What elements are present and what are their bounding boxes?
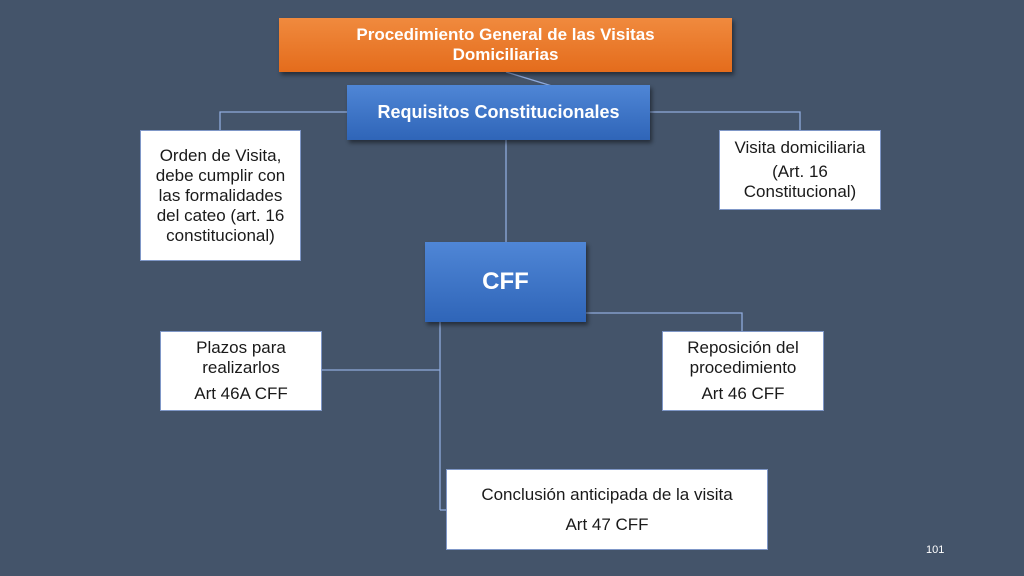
page-number: 101 bbox=[926, 544, 945, 556]
conclusion-line1: Conclusión anticipada de la visita bbox=[481, 484, 733, 504]
title-box: Procedimiento General de las Visitas Dom… bbox=[279, 18, 732, 72]
requisitos-box: Requisitos Constitucionales bbox=[347, 85, 650, 140]
title-text: Procedimiento General de las Visitas Dom… bbox=[356, 25, 655, 64]
conclusion-box: Conclusión anticipada de la visita Art 4… bbox=[446, 469, 768, 550]
cff-text: CFF bbox=[482, 268, 529, 295]
reposicion-line2: Art 46 CFF bbox=[701, 384, 785, 403]
orden-visita-text: Orden de Visita, debe cumplir con las fo… bbox=[155, 145, 286, 245]
plazos-box: Plazos para realizarlos Art 46A CFF bbox=[160, 331, 322, 411]
connector-requisitos-orden bbox=[219, 111, 348, 130]
plazos-line2: Art 46A CFF bbox=[194, 384, 288, 403]
visita-domiciliaria-box: Visita domiciliaria (Art. 16 Constitucio… bbox=[719, 130, 881, 210]
reposicion-line1: Reposición del procedimiento bbox=[687, 338, 799, 377]
requisitos-text: Requisitos Constitucionales bbox=[377, 102, 620, 122]
visita-domiciliaria-line2: (Art. 16 Constitucional) bbox=[743, 162, 857, 201]
connector-requisitos-visita bbox=[649, 111, 801, 130]
reposicion-box: Reposición del procedimiento Art 46 CFF bbox=[662, 331, 824, 411]
plazos-line1: Plazos para realizarlos bbox=[196, 338, 286, 377]
visita-domiciliaria-line1: Visita domiciliaria bbox=[734, 138, 866, 157]
connector-title-requisitos bbox=[505, 71, 553, 87]
cff-box: CFF bbox=[425, 242, 586, 322]
connector-cff-reposicion bbox=[586, 312, 743, 331]
conclusion-line2: Art 47 CFF bbox=[565, 514, 649, 534]
orden-visita-box: Orden de Visita, debe cumplir con las fo… bbox=[140, 130, 301, 261]
